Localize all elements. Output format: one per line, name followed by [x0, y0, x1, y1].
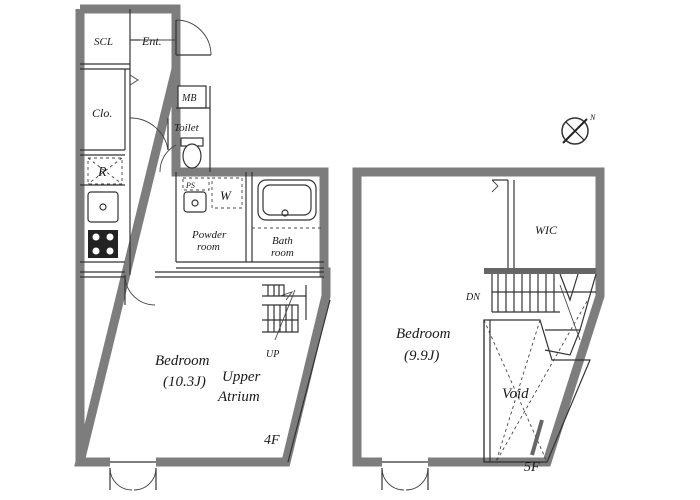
- bedroom-4f-label-2: (10.3J): [163, 374, 206, 390]
- ps-shaft: [182, 177, 210, 191]
- bathtub: [257, 179, 317, 221]
- powder-room-label-1: Powder: [191, 229, 227, 241]
- entrance-label: Ent.: [141, 34, 162, 48]
- floor-5f-plan: [352, 167, 605, 491]
- floor-4f-plan: [74, 4, 331, 491]
- atrium-edge: [287, 299, 331, 463]
- bedroom-5f-label-1: Bedroom: [396, 326, 451, 342]
- balcony-door-5f[interactable]: [381, 456, 429, 491]
- toilet-fixture: [180, 137, 204, 169]
- bedroom-5f-label-2: (9.9J): [404, 348, 439, 364]
- compass-north-label: N: [589, 113, 596, 122]
- stair-up-label: UP: [266, 349, 279, 360]
- powder-basin: [183, 191, 207, 213]
- powder-room-label-2: room: [197, 241, 220, 253]
- stove: [88, 230, 118, 258]
- stair-4f: [262, 284, 307, 341]
- kitchen-sink: [87, 191, 119, 223]
- floor-4f-label: 4F: [264, 433, 280, 448]
- upper-atrium-label-1: Upper: [222, 369, 260, 385]
- ps-label: PS: [185, 181, 195, 190]
- balcony-door-4f[interactable]: [109, 456, 157, 491]
- washer-label: W: [220, 188, 232, 203]
- compass: N: [561, 113, 596, 145]
- floor-5f-outer-wall: [352, 167, 605, 467]
- stair-headwall: [484, 268, 596, 274]
- stair-5f: [491, 273, 597, 356]
- void-label: Void: [502, 386, 529, 402]
- stair-down-label: DN: [465, 292, 481, 303]
- closet-label: Clo.: [92, 106, 112, 120]
- scl-label: SCL: [94, 36, 113, 48]
- floor-5f-label: 5F: [524, 460, 540, 475]
- wic-label: WIC: [535, 223, 558, 237]
- floor-4f-diagonal-wall: [281, 294, 331, 464]
- void-area: [483, 295, 591, 463]
- bedroom-4f-label-1: Bedroom: [155, 353, 210, 369]
- washer-space: [211, 177, 243, 209]
- bath-room-label-2: room: [271, 247, 294, 259]
- refrigerator-label: R: [97, 165, 107, 180]
- toilet-label: Toilet: [174, 122, 200, 134]
- bath-room-label-1: Bath: [272, 235, 293, 247]
- mb-label: MB: [181, 93, 196, 104]
- upper-atrium-label-2: Atrium: [217, 389, 260, 405]
